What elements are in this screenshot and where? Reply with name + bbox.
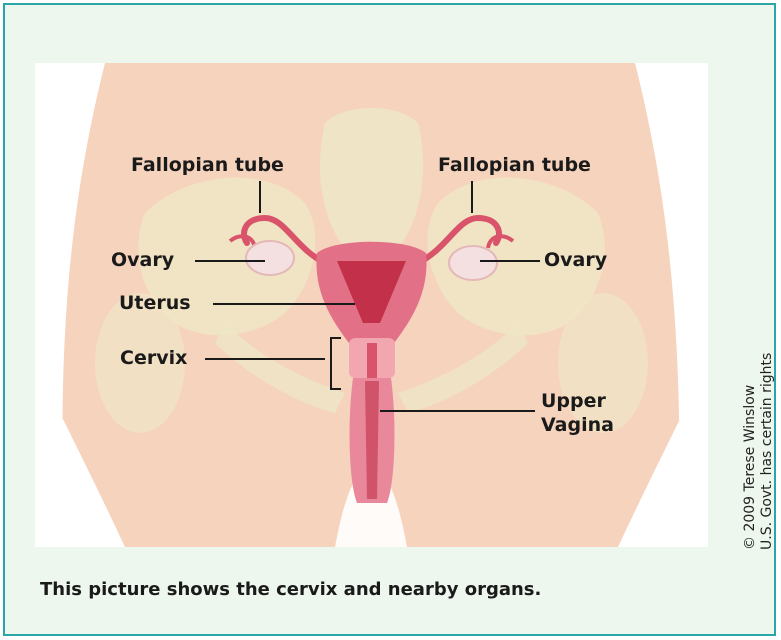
label-fallopian-tube-right: Fallopian tube xyxy=(438,153,591,177)
vaginal-canal xyxy=(365,381,379,499)
label-upper-vagina-line1: Upper xyxy=(541,389,606,413)
figure-panel: Fallopian tube Fallopian tube Ovary Ovar… xyxy=(3,3,776,636)
label-ovary-right: Ovary xyxy=(544,248,607,272)
cervical-canal xyxy=(367,343,377,378)
label-fallopian-tube-left: Fallopian tube xyxy=(131,153,284,177)
label-cervix: Cervix xyxy=(120,346,187,370)
copyright-credit: © 2009 Terese Winslow U.S. Govt. has cer… xyxy=(742,353,776,550)
sacrum-bone xyxy=(320,108,423,253)
ovary-right-shape xyxy=(449,246,497,280)
figure-caption: This picture shows the cervix and nearby… xyxy=(40,579,541,600)
label-ovary-left: Ovary xyxy=(111,248,174,272)
label-upper-vagina-line2: Vagina xyxy=(541,413,614,437)
label-uterus: Uterus xyxy=(119,291,191,315)
credit-line-1: © 2009 Terese Winslow xyxy=(742,353,759,550)
credit-line-2: U.S. Govt. has certain rights xyxy=(759,353,776,550)
ovary-left-shape xyxy=(246,241,294,275)
